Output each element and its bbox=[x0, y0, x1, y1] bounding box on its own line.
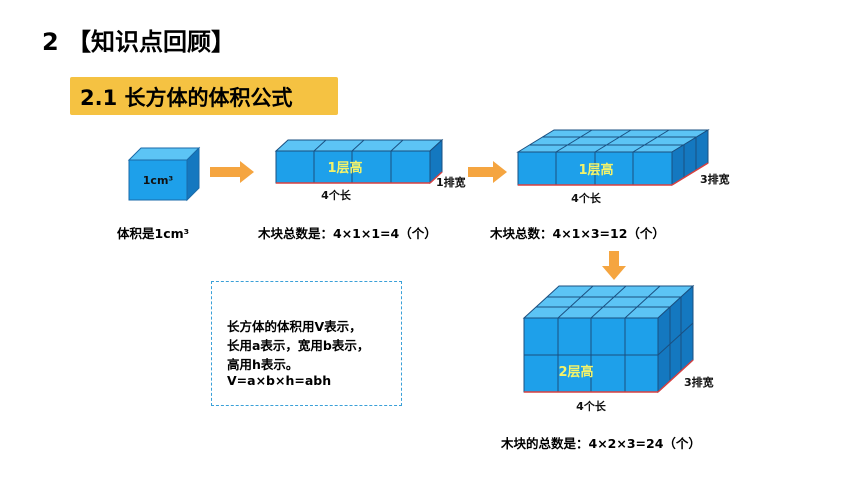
cube-block-2-high: 2层高 4个长 3排宽 bbox=[522, 284, 714, 413]
caption-unit-volume: 体积是1cm³ bbox=[117, 226, 190, 241]
formula-line-1: 长方体的体积用V表示， bbox=[227, 319, 362, 334]
cube-row-1: 1层高 4个长 1排宽 bbox=[274, 138, 466, 202]
formula-line-4: V=a×b×h=abh bbox=[227, 373, 332, 388]
row1-height-label: 1层高 bbox=[327, 160, 362, 176]
row3-width-label: 3排宽 bbox=[684, 375, 714, 389]
arrow-right-icon bbox=[468, 161, 507, 183]
arrow-down-icon bbox=[602, 251, 626, 280]
row3-height-label: 2层高 bbox=[558, 364, 593, 380]
unit-cube-label: 1cm³ bbox=[143, 174, 174, 187]
cube-block-3-wide: 1层高 4个长 3排宽 bbox=[516, 129, 730, 205]
row1-length-label: 4个长 bbox=[321, 188, 352, 202]
row2-height-label: 1层高 bbox=[578, 162, 613, 178]
section-subtitle: 2.1 长方体的体积公式 bbox=[80, 86, 293, 110]
formula-line-3: 高用h表示。 bbox=[227, 357, 299, 372]
page-title: 2 【知识点回顾】 bbox=[42, 28, 236, 56]
caption-count-2: 木块总数：4×1×3=12（个） bbox=[490, 226, 665, 241]
row1-width-label: 1排宽 bbox=[436, 175, 466, 189]
caption-count-1: 木块总数是：4×1×1=4（个） bbox=[258, 226, 437, 241]
formula-line-2: 长用a表示，宽用b表示， bbox=[227, 338, 370, 353]
subtitle-banner bbox=[70, 77, 338, 115]
row3-length-label: 4个长 bbox=[576, 399, 607, 413]
caption-count-3: 木块的总数是：4×2×3=24（个） bbox=[501, 436, 701, 451]
row2-length-label: 4个长 bbox=[571, 191, 602, 205]
unit-cube: 1cm³ bbox=[127, 146, 201, 202]
formula-box bbox=[211, 281, 402, 406]
row2-width-label: 3排宽 bbox=[700, 172, 730, 186]
arrow-right-icon bbox=[210, 161, 254, 183]
